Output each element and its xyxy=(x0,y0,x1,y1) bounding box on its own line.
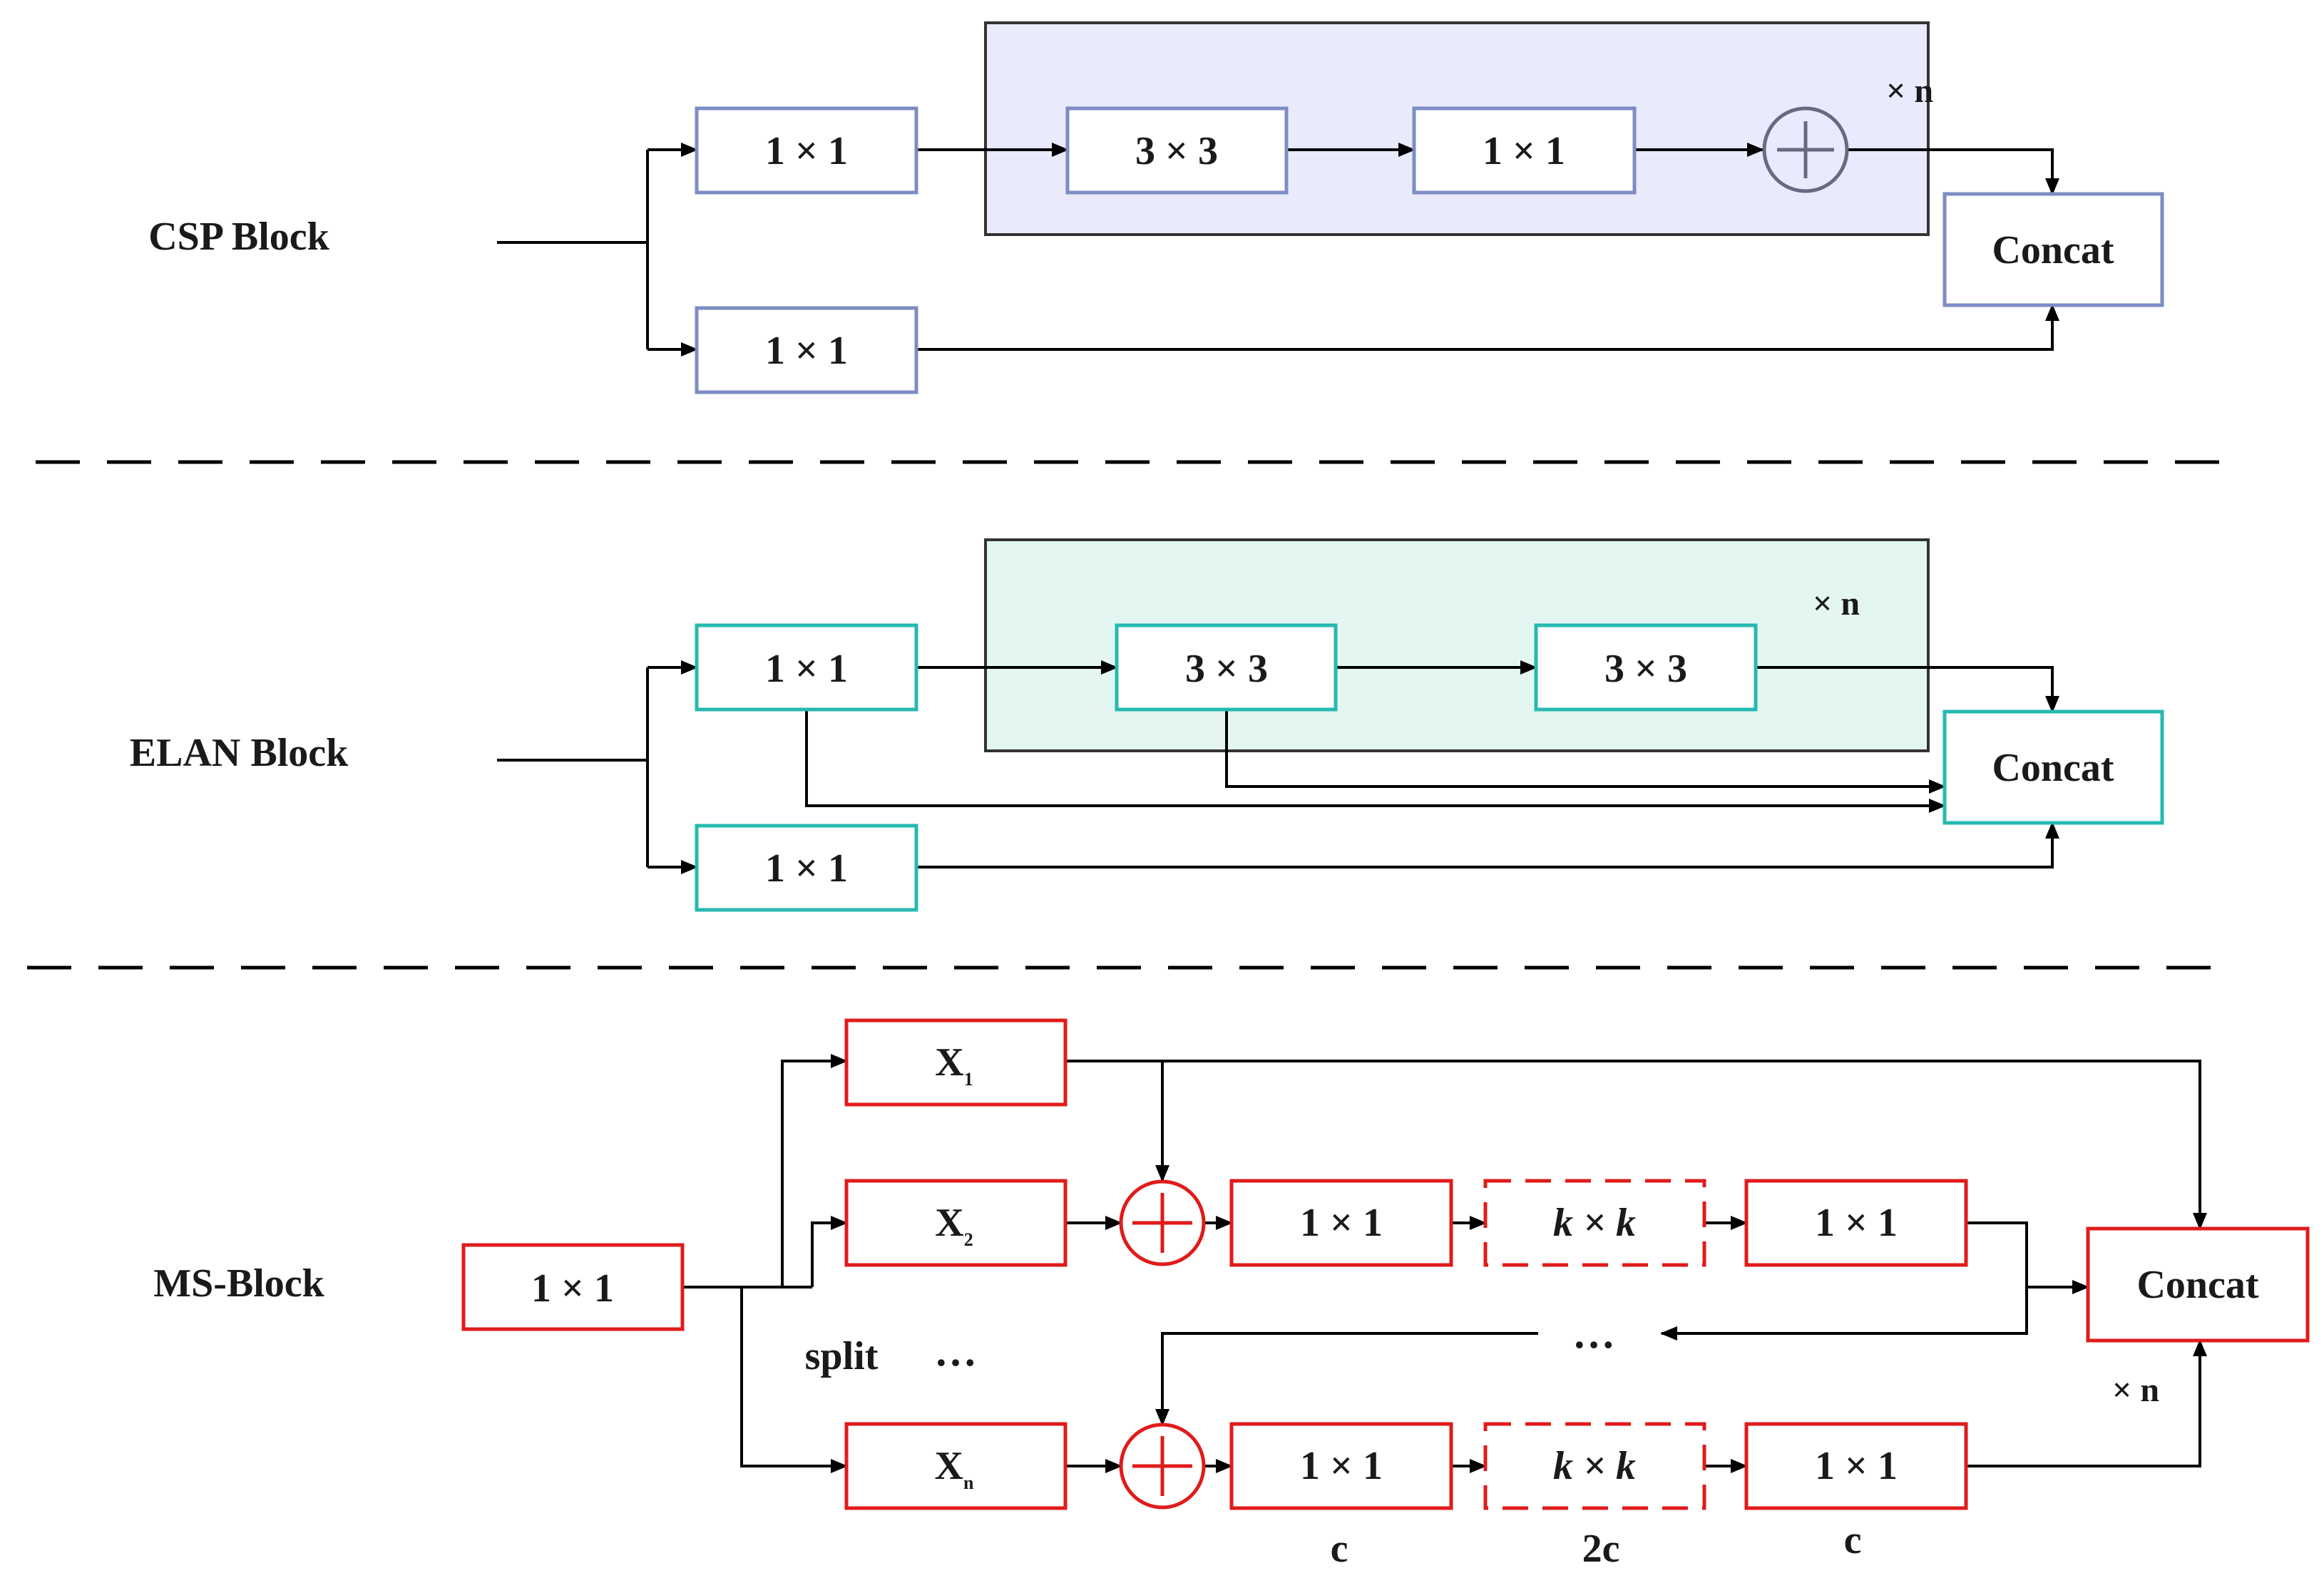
elan-conv-in-bottom xyxy=(695,824,918,912)
ms-repeat-label: × n xyxy=(2112,1371,2159,1409)
csp-conv-in-bottom-label: 1 × 1 xyxy=(765,329,848,373)
csp-concat-label: Concat xyxy=(1992,228,2114,272)
ms-rown-conv-b-label: 1 × 1 xyxy=(1815,1444,1898,1488)
ms-x1-box xyxy=(844,1018,1068,1107)
elan-concat xyxy=(1942,709,2164,825)
ms-concat-label: Concat xyxy=(2136,1263,2258,1307)
elan-block: ELAN Block 1 × 1 1 × 1 3 × 3 3 × 3 × n C… xyxy=(130,538,2164,912)
csp-conv-3x3-label: 3 × 3 xyxy=(1135,129,1218,173)
ms-channel-c3: c xyxy=(1844,1518,1862,1562)
ms-block: MS-Block 1 × 1 X1 X2 Xn xyxy=(153,1018,2310,1571)
ms-x2-label: X2 xyxy=(935,1201,973,1250)
ms-row2-conv-k-label: k × k xyxy=(1553,1201,1636,1245)
ms-rown-conv-a xyxy=(1229,1422,1453,1510)
ms-split-label: split xyxy=(805,1334,879,1378)
ms-rown-conv-b xyxy=(1744,1422,1968,1510)
ms-channel-c1: c xyxy=(1331,1527,1348,1571)
csp-conv-1x1 xyxy=(1412,106,1637,195)
csp-add-icon xyxy=(1762,106,1849,193)
ms-row2-conv-b xyxy=(1744,1179,1968,1267)
elan-conv-3x3-b-label: 3 × 3 xyxy=(1604,647,1687,691)
ms-conv-in xyxy=(461,1243,685,1331)
ms-row2-conv-a xyxy=(1229,1179,1453,1267)
ms-ellipsis-mid: … xyxy=(1572,1310,1615,1357)
csp-conv-in-bottom xyxy=(695,306,918,394)
ms-rown-conv-k-label: k × k xyxy=(1553,1444,1636,1488)
csp-block: CSP Block 1 × 1 1 × 1 3 × 3 1 × 1 × n Co… xyxy=(148,21,2164,394)
elan-conv-3x3-b xyxy=(1534,623,1758,712)
elan-concat-label: Concat xyxy=(1992,746,2114,790)
elan-block-label: ELAN Block xyxy=(130,731,349,775)
elan-conv-3x3-a xyxy=(1115,623,1338,712)
csp-block-label: CSP Block xyxy=(148,215,329,259)
csp-conv-1x1-label: 1 × 1 xyxy=(1483,129,1565,173)
ms-x1-label: X1 xyxy=(935,1040,973,1090)
ms-row2-conv-b-label: 1 × 1 xyxy=(1815,1201,1898,1245)
ms-channel-c2: 2c xyxy=(1582,1527,1620,1571)
elan-conv-3x3-a-label: 3 × 3 xyxy=(1185,647,1268,691)
ms-x2-box xyxy=(844,1179,1068,1267)
elan-conv-in-top-label: 1 × 1 xyxy=(765,647,848,691)
elan-conv-in-bottom-label: 1 × 1 xyxy=(765,846,848,891)
ms-rown-conv-a-label: 1 × 1 xyxy=(1300,1444,1383,1488)
csp-conv-in-top-label: 1 × 1 xyxy=(765,129,848,173)
csp-conv-3x3 xyxy=(1065,106,1289,195)
ms-xn-box xyxy=(844,1422,1068,1510)
ms-add-icon-row2 xyxy=(1119,1179,1206,1266)
ms-row2-conv-k xyxy=(1483,1179,1706,1267)
ms-xn-label: Xn xyxy=(935,1444,974,1493)
ms-concat xyxy=(2086,1226,2310,1343)
csp-conv-in-top xyxy=(695,106,918,195)
ms-conv-in-label: 1 × 1 xyxy=(531,1266,614,1311)
elan-repeat-label: × n xyxy=(1813,585,1860,623)
ms-row2-conv-a-label: 1 × 1 xyxy=(1300,1201,1383,1245)
ms-add-icon-rown xyxy=(1119,1423,1206,1510)
elan-conv-in-top xyxy=(695,623,918,712)
ms-ellipsis-left: … xyxy=(934,1328,977,1375)
ms-block-label: MS-Block xyxy=(153,1261,324,1306)
ms-rown-conv-k xyxy=(1483,1422,1706,1510)
csp-repeat-label: × n xyxy=(1886,72,1933,110)
csp-concat xyxy=(1942,192,2164,307)
